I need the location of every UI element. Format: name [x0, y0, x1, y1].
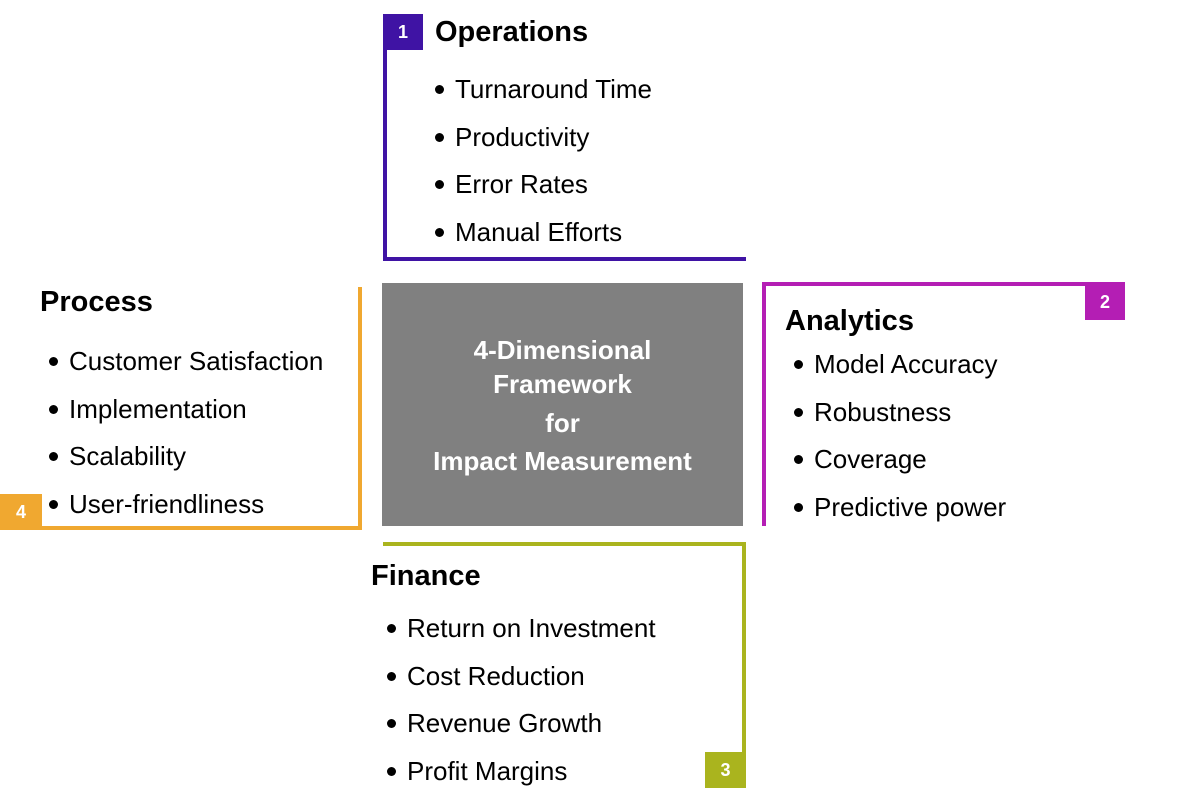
bullet-icon: [794, 359, 803, 369]
center-line: Framework: [493, 369, 632, 399]
list-item: Robustness: [794, 397, 951, 427]
list-item: Turnaround Time: [435, 74, 652, 104]
item-label: Revenue Growth: [407, 708, 603, 738]
item-label: Implementation: [69, 394, 247, 424]
list-item: Coverage: [794, 444, 927, 474]
item-label: Customer Satisfaction: [69, 346, 324, 376]
bullet-icon: [794, 454, 803, 464]
operations-border-left: [383, 14, 387, 261]
bullet-icon: [387, 623, 396, 633]
center-line: Impact Measurement: [433, 446, 692, 476]
list-item: Revenue Growth: [387, 708, 602, 738]
bullet-icon: [794, 407, 803, 417]
bullet-icon: [49, 356, 58, 366]
bullet-icon: [387, 766, 396, 776]
process-title: Process: [40, 286, 153, 318]
list-item: Productivity: [435, 122, 589, 152]
item-label: Predictive power: [814, 492, 1007, 522]
finance-border-top: [383, 542, 746, 546]
process-border-bottom: [0, 526, 362, 530]
analytics-number-badge: 2: [1085, 284, 1125, 320]
analytics-border-left: [762, 282, 766, 526]
center-line: for: [545, 408, 580, 438]
list-item: User-friendliness: [49, 489, 264, 519]
item-label: Productivity: [455, 122, 590, 152]
operations-border-bottom: [383, 257, 746, 261]
item-label: Return on Investment: [407, 613, 656, 643]
item-label: Model Accuracy: [814, 349, 998, 379]
list-item: Model Accuracy: [794, 349, 998, 379]
list-item: Implementation: [49, 394, 247, 424]
list-item: Manual Efforts: [435, 217, 622, 247]
list-item: Scalability: [49, 441, 186, 471]
process-border-right: [358, 287, 362, 530]
finance-number-badge: 3: [705, 752, 746, 788]
bullet-icon: [435, 132, 444, 142]
framework-center-box: 4-Dimensional Framework for Impact Measu…: [382, 283, 743, 526]
bullet-icon: [794, 502, 803, 512]
bullet-icon: [435, 179, 444, 189]
bullet-icon: [49, 499, 58, 509]
operations-number-badge: 1: [383, 14, 423, 50]
list-item: Predictive power: [794, 492, 1006, 522]
list-item: Cost Reduction: [387, 661, 585, 691]
item-label: Profit Margins: [407, 756, 568, 786]
bullet-icon: [49, 451, 58, 461]
item-label: Cost Reduction: [407, 661, 585, 691]
list-item: Profit Margins: [387, 756, 567, 786]
bullet-icon: [387, 718, 396, 728]
finance-title: Finance: [371, 560, 481, 592]
process-number-badge: 4: [0, 494, 42, 530]
item-label: Manual Efforts: [455, 217, 623, 247]
item-label: Robustness: [814, 397, 952, 427]
list-item: Customer Satisfaction: [49, 346, 323, 376]
item-label: User-friendliness: [69, 489, 265, 519]
analytics-border-top: [762, 282, 1125, 286]
bullet-icon: [435, 227, 444, 237]
bullet-icon: [435, 84, 444, 94]
bullet-icon: [387, 671, 396, 681]
finance-border-right: [742, 542, 746, 788]
bullet-icon: [49, 404, 58, 414]
list-item: Error Rates: [435, 169, 588, 199]
item-label: Scalability: [69, 441, 187, 471]
center-line: 4-Dimensional: [473, 335, 652, 365]
item-label: Error Rates: [455, 169, 588, 199]
analytics-title: Analytics: [785, 305, 914, 337]
list-item: Return on Investment: [387, 613, 656, 643]
item-label: Coverage: [814, 444, 927, 474]
operations-title: Operations: [435, 16, 589, 48]
item-label: Turnaround Time: [455, 74, 653, 104]
